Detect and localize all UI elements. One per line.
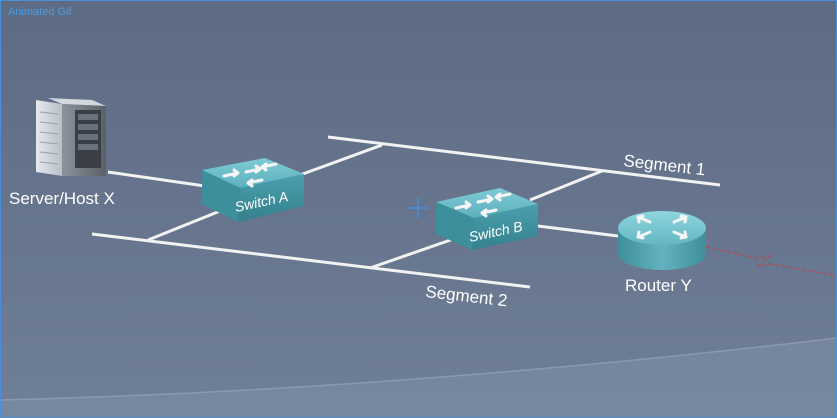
link-server-switch-a bbox=[107, 170, 206, 188]
wan-link bbox=[705, 246, 837, 277]
switch-a-icon[interactable] bbox=[202, 158, 304, 222]
switch-b-icon[interactable] bbox=[436, 188, 538, 250]
segment-2-line bbox=[91, 232, 531, 289]
link-switch-b-router bbox=[537, 224, 619, 238]
segment-1-line bbox=[327, 135, 721, 187]
background-swoosh-edge bbox=[0, 337, 837, 401]
background-swoosh bbox=[0, 338, 837, 418]
router-label: Router Y bbox=[625, 276, 692, 295]
crosshair-cursor-icon bbox=[408, 198, 428, 218]
server-label: Server/Host X bbox=[9, 189, 115, 208]
link-switch-a-segment-2 bbox=[147, 205, 231, 242]
server-icon[interactable] bbox=[36, 98, 106, 176]
link-switch-a-segment-1 bbox=[299, 143, 383, 177]
router-icon[interactable] bbox=[618, 211, 706, 270]
animated-gif-label: Animated Gif bbox=[8, 6, 72, 18]
link-switch-b-segment-1 bbox=[529, 169, 603, 202]
link-switch-b-segment-2 bbox=[369, 234, 463, 270]
